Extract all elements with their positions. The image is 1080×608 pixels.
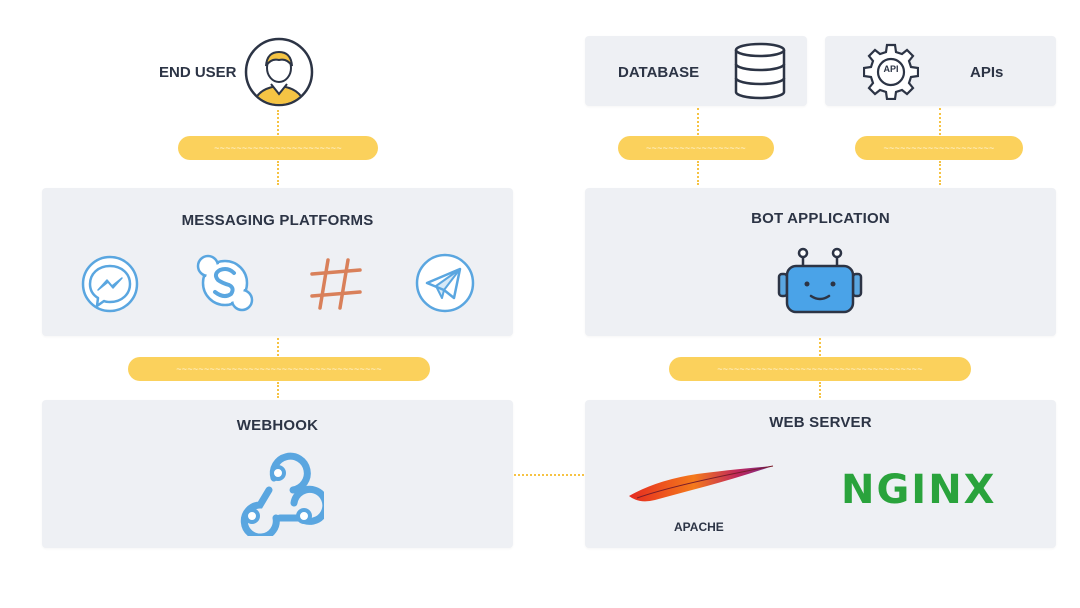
slack-icon xyxy=(306,254,366,314)
apache-feather-icon xyxy=(627,462,777,508)
messaging-platforms-title: MESSAGING PLATFORMS xyxy=(181,212,374,229)
process-pill: ~~~~~~~~~~~~~~~~~~~~~~~~~~~~~~~~~~~~~ xyxy=(669,357,971,381)
connector-line xyxy=(939,108,941,135)
webhook-panel: WEBHOOK xyxy=(42,400,513,548)
connector-line xyxy=(819,338,821,356)
connector-line xyxy=(697,161,699,185)
webhook-title: WEBHOOK xyxy=(236,417,319,434)
web-server-panel: WEB SERVER APACHE NGINX xyxy=(585,400,1056,548)
connector-line xyxy=(514,474,584,476)
skype-icon xyxy=(194,252,256,314)
api-badge: API xyxy=(883,64,899,74)
database-panel: DATABASE xyxy=(585,36,807,106)
apis-panel: API APIs xyxy=(825,36,1056,106)
messenger-icon xyxy=(80,254,140,314)
connector-line xyxy=(277,161,279,185)
apache-label: APACHE xyxy=(674,520,724,534)
store-pill: ~~~~~~~~~~~~~~~~~~ xyxy=(618,136,774,160)
user-avatar-icon xyxy=(243,36,315,108)
request-pill: ~~~~~~~~~~~~~~~~~~~~ xyxy=(855,136,1023,160)
forward-pill: ~~~~~~~~~~~~~~~~~~~~~~~~~~~~~~~~~~~~~ xyxy=(128,357,430,381)
bot-application-panel: BOT APPLICATION xyxy=(585,188,1056,336)
api-gear-icon: API xyxy=(862,42,920,101)
telegram-icon xyxy=(414,252,476,314)
messaging-platforms-panel: MESSAGING PLATFORMS xyxy=(42,188,513,336)
webhook-icon xyxy=(232,448,330,541)
web-server-title: WEB SERVER xyxy=(769,414,872,431)
connector-line xyxy=(277,338,279,356)
robot-icon xyxy=(777,246,863,316)
database-label: DATABASE xyxy=(618,64,700,81)
connector-line xyxy=(277,382,279,398)
database-icon xyxy=(733,42,787,100)
message-pill: ~~~~~~~~~~~~~~~~~~~~~~~ xyxy=(178,136,378,160)
connector-line xyxy=(939,161,941,185)
connector-line xyxy=(277,110,279,135)
connector-line xyxy=(819,382,821,398)
apis-label: APIs xyxy=(970,64,1004,81)
end-user-label: END USER xyxy=(159,64,237,81)
nginx-logo: NGINX xyxy=(841,467,997,513)
connector-line xyxy=(697,108,699,135)
bot-application-title: BOT APPLICATION xyxy=(751,210,890,227)
